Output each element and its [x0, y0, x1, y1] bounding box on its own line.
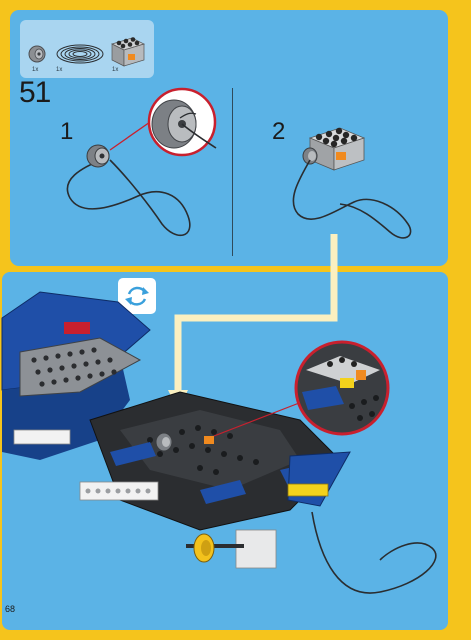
step-number: 51: [19, 76, 51, 109]
page-number: 68: [5, 604, 16, 614]
substep-label-1: 1: [60, 118, 74, 145]
part-qty-cable: 1x: [56, 67, 63, 73]
part-qty-brick: 1x: [112, 67, 119, 73]
electric-brick-part-icon: [111, 37, 145, 67]
brick-with-string-illustration: [292, 127, 412, 239]
parts-list-images: [28, 37, 145, 67]
bush-callout-magnifier: [147, 87, 217, 157]
substep-illustrations: [66, 87, 412, 239]
string-cable-part-icon: [56, 44, 104, 64]
bush-with-string-illustration: [66, 121, 191, 237]
part-qty-bush: 1x: [32, 67, 39, 73]
technic-bush-part-icon: [28, 45, 46, 63]
substep-divider: [232, 88, 233, 256]
instruction-step-panel: 1x 1x 1x 51 1 2: [10, 10, 448, 266]
substep-label-2: 2: [272, 118, 286, 145]
rotate-model-icon: [125, 286, 149, 306]
parts-list-box: 1x 1x 1x: [20, 20, 154, 78]
